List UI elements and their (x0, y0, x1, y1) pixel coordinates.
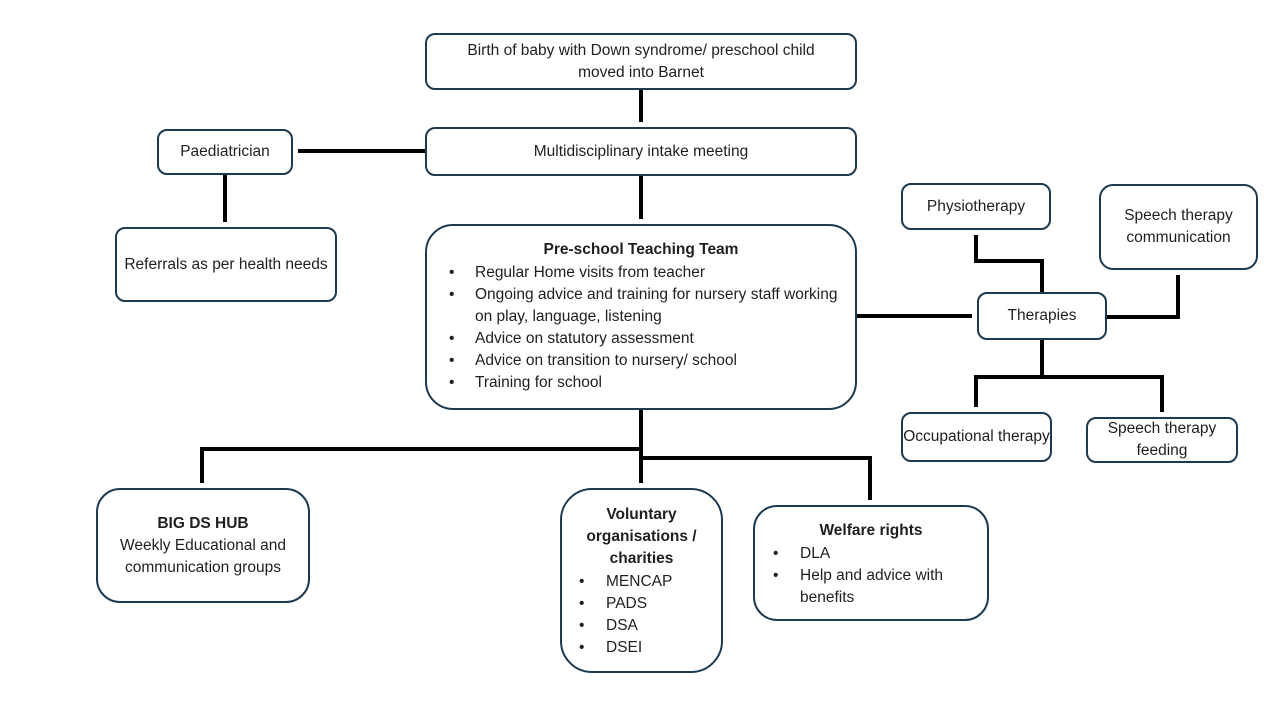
node-preschool-teaching-team: Pre-school Teaching Team Regular Home vi… (425, 224, 857, 410)
node-birth-label: Birth of baby with Down syndrome/ presch… (467, 41, 815, 81)
bullet-item: DSA (562, 615, 721, 637)
node-birth: Birth of baby with Down syndrome/ presch… (425, 33, 857, 90)
arrow-preschool-to-welfare (641, 456, 872, 500)
arrow-therapies-to-speech-feeding (1042, 375, 1164, 412)
node-speech-therapy-communication: Speech therapy communication (1099, 184, 1258, 270)
bullet-item: Regular Home visits from teacher (427, 262, 855, 284)
bullet-item: Advice on statutory assessment (427, 328, 855, 350)
node-voluntary-organisations: Voluntary organisations / charities MENC… (560, 488, 723, 673)
node-occupational-therapy-label: Occupational therapy (903, 428, 1050, 445)
bullet-item: Help and advice with benefits (755, 565, 987, 609)
bullet-item: Training for school (427, 372, 855, 394)
node-physiotherapy: Physiotherapy (901, 183, 1051, 230)
node-intake-meeting-label: Multidisciplinary intake meeting (533, 142, 749, 160)
welfare-bullet-list: DLA Help and advice with benefits (755, 543, 987, 609)
node-voluntary-organisations-title: Voluntary organisations / charities (586, 506, 697, 567)
bullet-item: DLA (755, 543, 987, 565)
node-therapies: Therapies (977, 292, 1107, 340)
node-speech-therapy-feeding: Speech therapy feeding (1086, 417, 1238, 463)
bullet-item: Ongoing advice and training for nursery … (427, 284, 855, 328)
node-intake-meeting: Multidisciplinary intake meeting (425, 127, 857, 176)
node-paediatrician-label: Paediatrician (180, 143, 270, 160)
node-therapies-label: Therapies (1007, 307, 1077, 324)
node-big-ds-hub-title: BIG DS HUB (157, 514, 249, 532)
bullet-item: MENCAP (562, 571, 721, 593)
node-paediatrician: Paediatrician (157, 129, 293, 175)
node-referrals-label: Referrals as per health needs (124, 255, 328, 273)
arrow-therapies-to-occupational (974, 340, 1044, 407)
arrow-therapies-to-physiotherapy (974, 235, 1044, 292)
node-big-ds-hub: BIG DS HUB Weekly Educational and commun… (96, 488, 310, 603)
bullet-item: DSEI (562, 637, 721, 659)
arrow-preschool-to-big-ds-hub (200, 447, 641, 483)
arrow-therapies-to-speech-communication (1107, 275, 1180, 319)
node-speech-therapy-communication-label: Speech therapy communication (1124, 207, 1233, 246)
bullet-item: Advice on transition to nursery/ school (427, 350, 855, 372)
node-welfare-rights-title: Welfare rights (819, 522, 923, 539)
node-preschool-title: Pre-school Teaching Team (543, 241, 739, 258)
bullet-item: PADS (562, 593, 721, 615)
node-big-ds-hub-label: Weekly Educational and communication gro… (119, 536, 286, 576)
node-physiotherapy-label: Physiotherapy (926, 197, 1026, 215)
node-speech-therapy-feeding-label: Speech therapy feeding (1107, 420, 1217, 459)
node-referrals: Referrals as per health needs (115, 227, 337, 302)
voluntary-bullet-list: MENCAP PADS DSA DSEI (562, 571, 721, 659)
node-occupational-therapy: Occupational therapy (901, 412, 1052, 462)
node-welfare-rights: Welfare rights DLA Help and advice with … (753, 505, 989, 621)
preschool-bullet-list: Regular Home visits from teacher Ongoing… (427, 262, 855, 394)
